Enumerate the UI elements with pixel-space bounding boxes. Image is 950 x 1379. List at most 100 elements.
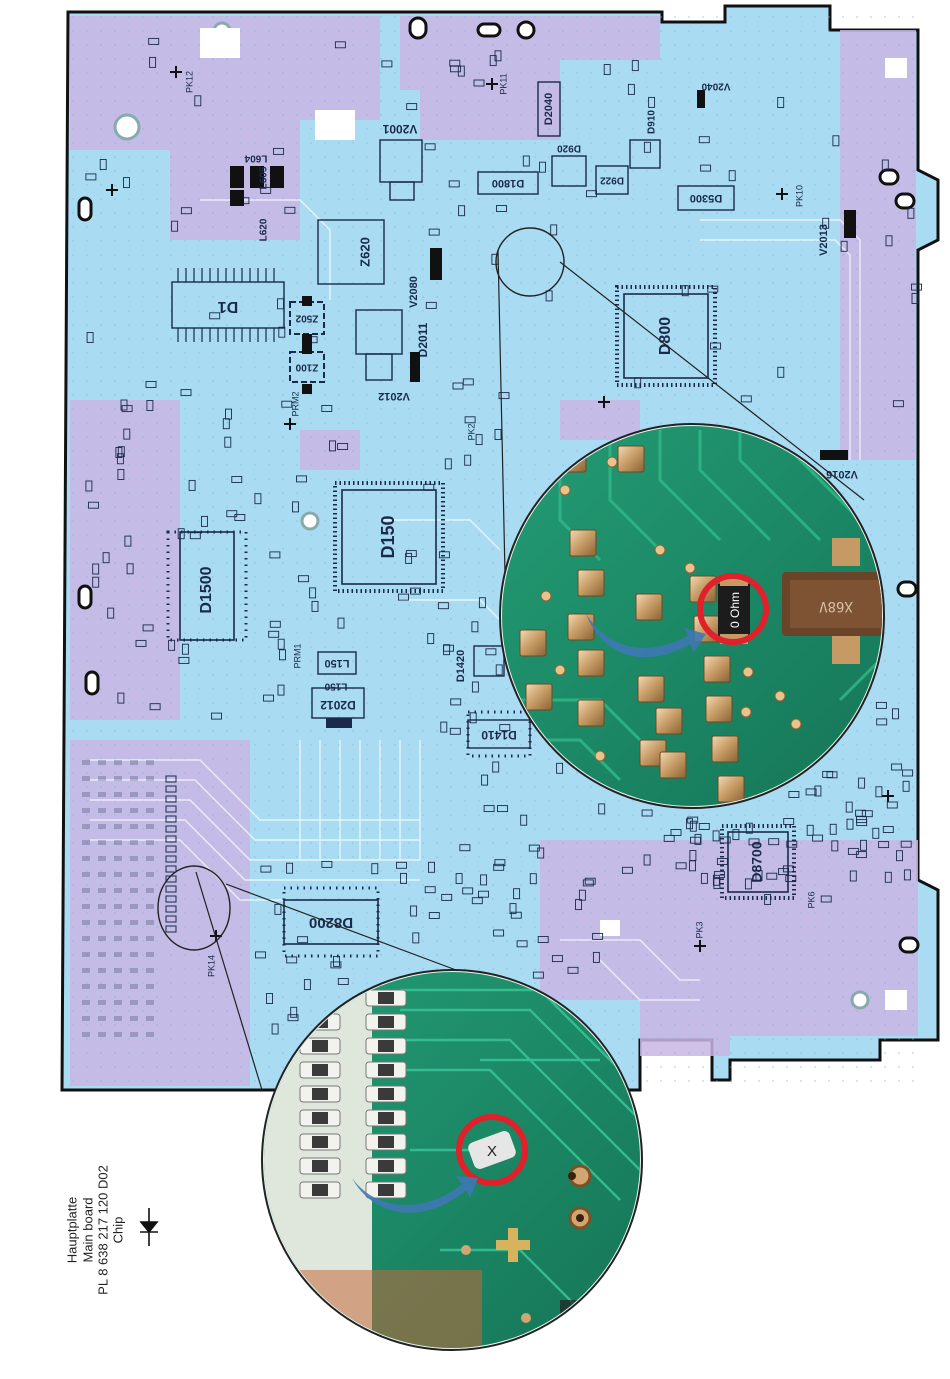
smd-resistor-body xyxy=(378,1160,394,1172)
connector-pin xyxy=(146,920,154,925)
connector-pin xyxy=(114,760,122,765)
caption-line-3: PL 8 638 217 120 D02 xyxy=(95,1165,110,1295)
label-pk3: PK3 xyxy=(694,921,704,938)
label-pk2: PK2 xyxy=(466,423,476,440)
smd-resistor-body xyxy=(312,1112,328,1124)
chip-d8700-label: D8700 xyxy=(749,841,765,882)
connector-pin xyxy=(146,840,154,845)
connector-pin xyxy=(98,1016,106,1021)
connector-pin xyxy=(146,888,154,893)
connector-pin xyxy=(98,808,106,813)
connector-pin xyxy=(98,968,106,973)
smd-resistor-body xyxy=(378,1112,394,1124)
connector-pin xyxy=(130,792,138,797)
chip-v2001-label: V2001 xyxy=(382,122,417,136)
connector-pin xyxy=(130,760,138,765)
chip-d920-label: D920 xyxy=(557,142,581,153)
connector-pin xyxy=(146,968,154,973)
chip-z100-label: Z100 xyxy=(295,361,318,372)
connector-pin xyxy=(146,936,154,941)
gold-pad xyxy=(578,650,604,676)
smd-resistor-body xyxy=(378,1040,394,1052)
large-hole xyxy=(115,115,139,139)
connector-pin xyxy=(98,904,106,909)
label-prm2: PRM2 xyxy=(290,391,300,416)
connector-pin xyxy=(130,984,138,989)
smd-resistor-body xyxy=(312,1040,328,1052)
caption-line-2: Main board xyxy=(80,1197,95,1262)
connector-pin xyxy=(146,792,154,797)
chip-z502-label: Z502 xyxy=(295,312,318,323)
label-l620: L620 xyxy=(259,218,270,241)
smd-resistor-body xyxy=(378,1136,394,1148)
chip-d1410-label: D1410 xyxy=(481,728,517,742)
connector-pin xyxy=(114,792,122,797)
connector-pin xyxy=(130,968,138,973)
chip-d910-label: D910 xyxy=(647,110,658,134)
smd-resistor-body xyxy=(312,1088,328,1100)
smd-resistor-body xyxy=(312,1136,328,1148)
connector-pin xyxy=(82,760,90,765)
connector-pin xyxy=(130,904,138,909)
label-pk6: PK6 xyxy=(806,891,816,908)
connector-pin xyxy=(82,888,90,893)
gold-pad xyxy=(706,696,732,722)
gold-pad xyxy=(704,656,730,682)
connector-pin xyxy=(114,1032,122,1037)
connector-pin xyxy=(98,952,106,957)
connector-pin xyxy=(114,1000,122,1005)
label-v2080: V2080 xyxy=(408,276,420,308)
connector-pin xyxy=(98,984,106,989)
smd-resistor-body xyxy=(312,1064,328,1076)
label-l604: L604 xyxy=(244,152,267,163)
connector-pin xyxy=(82,792,90,797)
connector-pin xyxy=(82,776,90,781)
connector-pin xyxy=(130,952,138,957)
connector-pin xyxy=(82,904,90,909)
connector-pin xyxy=(82,1000,90,1005)
connector-pin xyxy=(114,824,122,829)
connector-pin xyxy=(114,1016,122,1021)
connector-pin xyxy=(130,824,138,829)
label-v2040: V2040 xyxy=(701,80,730,91)
connector-pin xyxy=(146,824,154,829)
connector-pin xyxy=(146,808,154,813)
connector-pin xyxy=(114,776,122,781)
gold-pad xyxy=(520,630,546,656)
connector-pin xyxy=(82,872,90,877)
diode-symbol xyxy=(140,1208,158,1246)
connector-pin xyxy=(114,840,122,845)
smd-resistor-body xyxy=(312,1160,328,1172)
connector-pin xyxy=(114,984,122,989)
connector-pin xyxy=(98,888,106,893)
connector-pin xyxy=(98,1000,106,1005)
resistor-0-ohm-label: 0 Ohm xyxy=(728,592,742,628)
smd-resistor-body xyxy=(312,1184,328,1196)
connector-pin xyxy=(146,984,154,989)
connector-pin xyxy=(130,808,138,813)
connector-pin xyxy=(82,920,90,925)
connector-pin xyxy=(82,840,90,845)
label-pk10: PK10 xyxy=(794,185,804,207)
connector-pin xyxy=(82,936,90,941)
connector-pin xyxy=(130,888,138,893)
connector-pin xyxy=(114,904,122,909)
connector-pin xyxy=(114,952,122,957)
connector-pin xyxy=(146,856,154,861)
connector-pin xyxy=(98,936,106,941)
connector-pin xyxy=(98,1032,106,1037)
smd-resistor-body xyxy=(378,1016,394,1028)
connector-pin xyxy=(130,872,138,877)
connector-pin xyxy=(82,808,90,813)
smd-resistor-body xyxy=(378,1088,394,1100)
gold-pad xyxy=(526,684,552,710)
connector-pin xyxy=(98,824,106,829)
smd-resistor-body xyxy=(378,992,394,1004)
gold-pad xyxy=(638,676,664,702)
chip-d1500-label: D1500 xyxy=(198,566,215,613)
chip-d2040-label: D2040 xyxy=(543,93,555,125)
label-l150-ref: L150 xyxy=(324,680,347,691)
connector-pin xyxy=(146,1032,154,1037)
label-v2013: V2013 xyxy=(818,224,830,256)
